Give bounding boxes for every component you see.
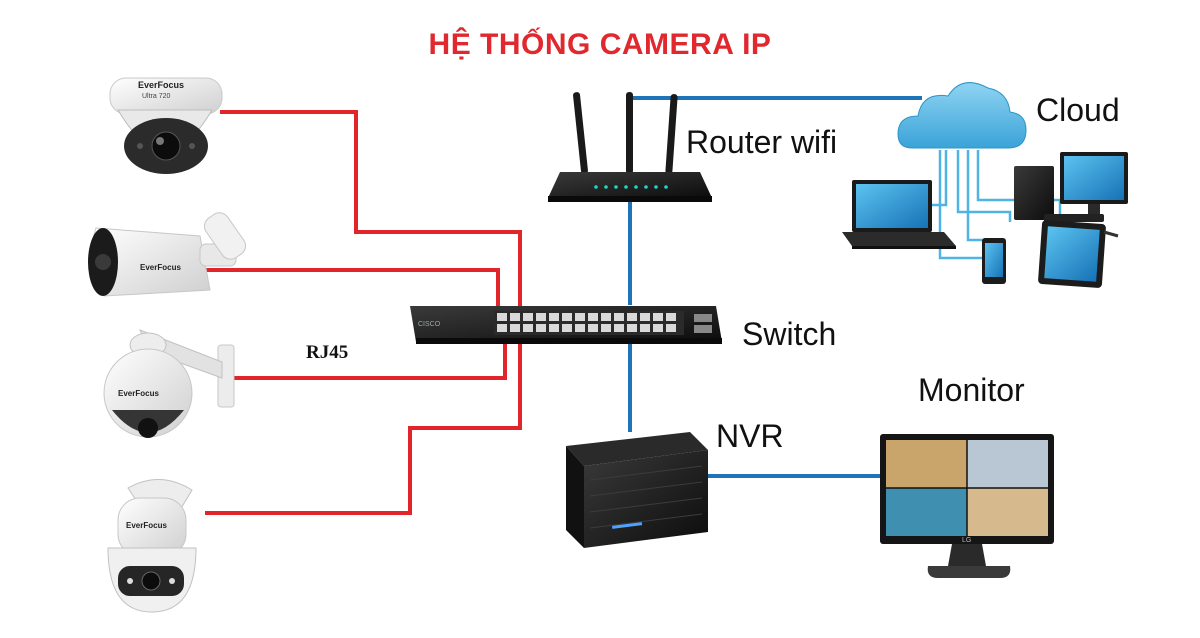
svg-text:EverFocus: EverFocus — [138, 80, 184, 90]
laptop-icon — [842, 180, 956, 249]
svg-text:CISCO: CISCO — [418, 321, 441, 328]
cloud-label: Cloud — [1036, 92, 1120, 128]
speed-dome-camera-icon: EverFocus — [107, 479, 197, 613]
cable-speed-dome-camera — [205, 340, 522, 515]
cloud-icon — [897, 82, 1027, 149]
ptz-camera-icon: EverFocus — [103, 329, 235, 438]
monitor-icon: LG — [880, 434, 1054, 578]
tablet-icon — [1038, 220, 1119, 288]
router-icon — [548, 92, 712, 202]
diagram-title: HỆ THỐNG CAMERA IP — [428, 28, 772, 61]
switch-label: Switch — [742, 316, 837, 352]
bullet-camera-icon: EverFocus — [88, 212, 246, 297]
nvr-icon — [566, 432, 708, 548]
cable-ptz-camera — [233, 340, 507, 380]
rj45-label: RJ45 — [306, 342, 349, 363]
dome-camera-icon: EverFocus Ultra 720 — [109, 77, 223, 174]
phone-icon — [982, 238, 1006, 284]
monitor-label: Monitor — [918, 372, 1025, 408]
switch-icon: CISCO — [410, 306, 722, 344]
svg-text:Ultra 720: Ultra 720 — [142, 93, 171, 100]
router-label: Router wifi — [686, 124, 838, 160]
svg-text:EverFocus: EverFocus — [140, 263, 181, 272]
cable-dome-camera — [220, 110, 522, 325]
svg-text:EverFocus: EverFocus — [118, 389, 159, 398]
svg-text:EverFocus: EverFocus — [126, 521, 167, 530]
desktop-pc-icon — [1014, 152, 1128, 222]
svg-text:LG: LG — [962, 537, 971, 544]
red-cables — [205, 110, 522, 515]
nvr-label: NVR — [716, 418, 784, 454]
